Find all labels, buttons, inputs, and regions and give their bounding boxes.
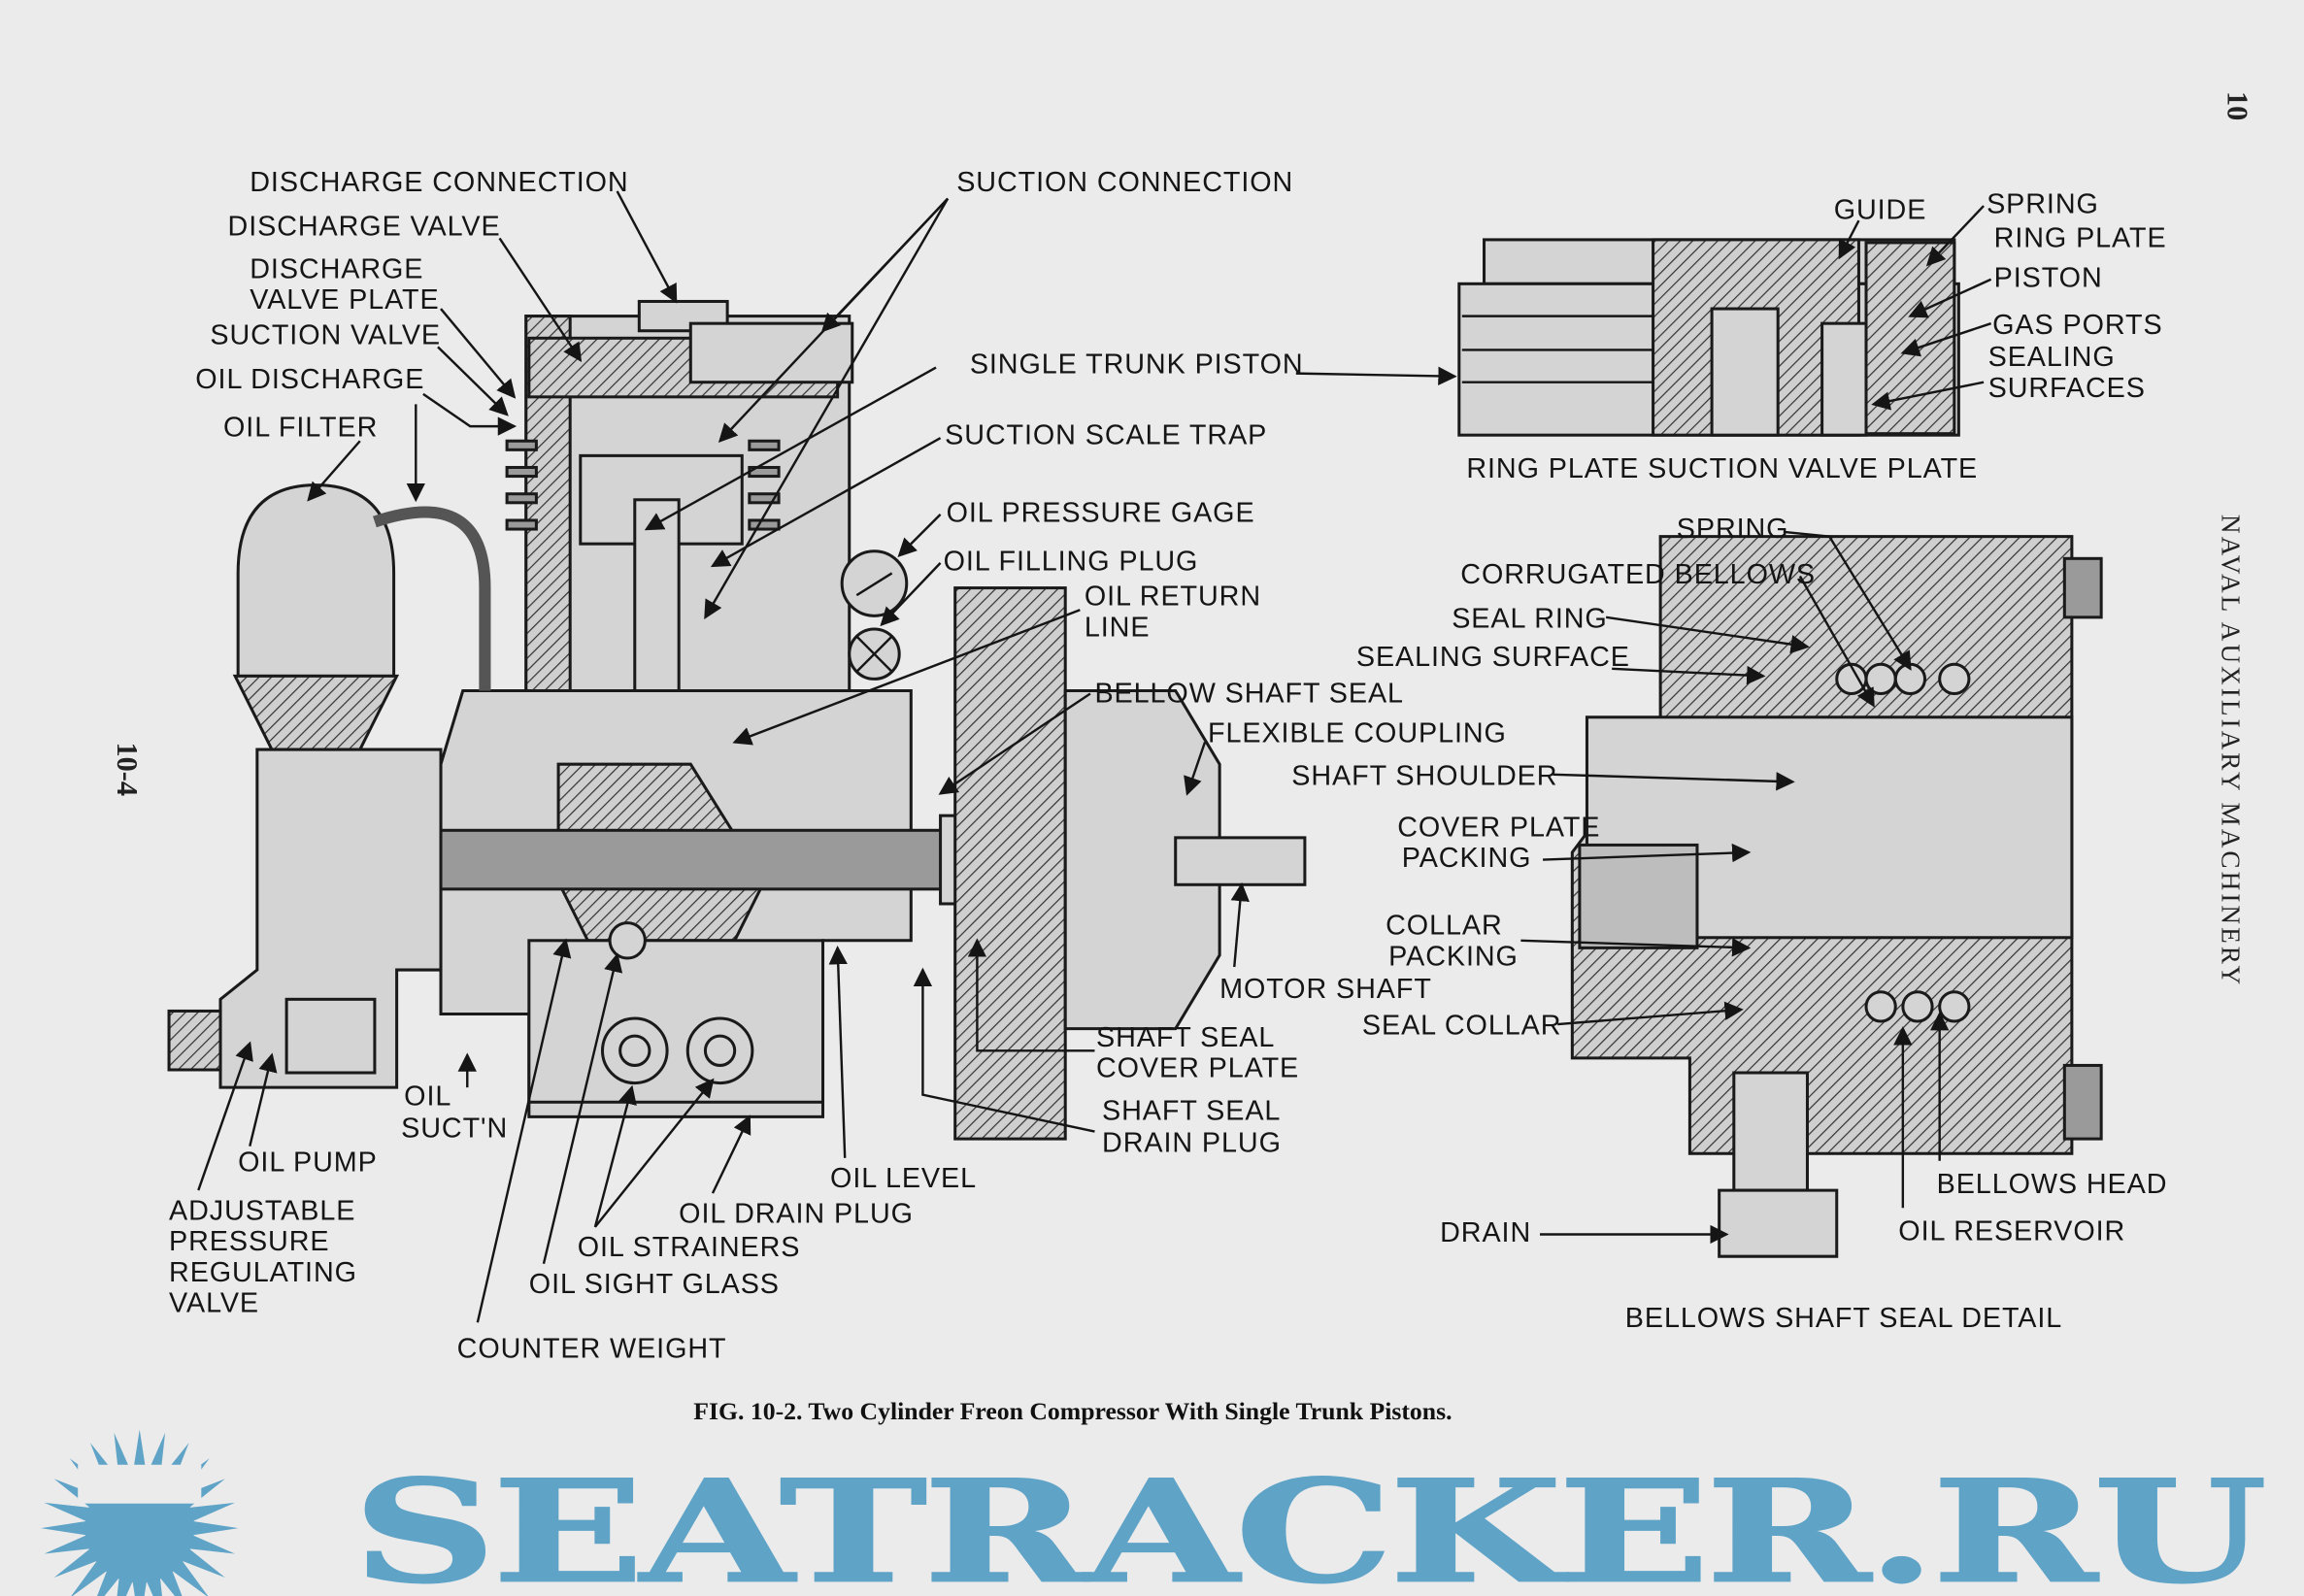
label-oil-filter: OIL FILTER [223,413,378,444]
compressor-labels: DISCHARGE CONNECTION DISCHARGE VALVE DIS… [169,167,1507,1365]
bellows-seal-drawing [1570,535,2103,1258]
figure-caption: FIG. 10-2. Two Cylinder Freon Compressor… [693,1397,1452,1425]
label-oil-reservoir: OIL RESERVOIR [1898,1216,2125,1247]
label-ring-plate: RING PLATE [1994,222,2167,253]
label-suction-connection: SUCTION CONNECTION [956,167,1293,198]
label-single-trunk-piston: SINGLE TRUNK PISTON [970,349,1304,381]
label-suction-valve: SUCTION VALVE [210,319,441,350]
label-oil-filling-plug: OIL FILLING PLUG [944,546,1199,577]
valve-plate-title: RING PLATE SUCTION VALVE PLATE [1466,453,1978,484]
label-shaft-shoulder: SHAFT SHOULDER [1291,760,1557,791]
label-cover-plate-packing: COVER PLATE [1397,812,1600,843]
label-shaft-seal-drain-plug: SHAFT SEAL [1102,1095,1281,1126]
running-head: NAVAL AUXILIARY MACHINERY [2216,515,2245,987]
label-oil-suction-2: SUCT'N [401,1114,508,1145]
label-guide: GUIDE [1834,195,1927,226]
label-oil-return-line: OIL RETURN [1085,582,1261,613]
label-collar-packing-2: PACKING [1388,942,1519,973]
label-oil-pressure-gage: OIL PRESSURE GAGE [947,497,1255,528]
label-piston: PISTON [1994,262,2103,293]
label-oil-drain-plug: OIL DRAIN PLUG [679,1198,914,1229]
sun-logo-icon [41,1429,239,1596]
chapter-number: 10 [2221,91,2254,120]
label-discharge-connection: DISCHARGE CONNECTION [250,167,628,198]
label-gas-ports: GAS PORTS [1992,310,2162,341]
label-adjustable-valve-3: REGULATING [169,1257,357,1288]
label-corrugated-bellows: CORRUGATED BELLOWS [1460,559,1816,590]
label-adjustable-valve-2: PRESSURE [169,1226,329,1257]
valve-plate-labels: GUIDE SPRING RING PLATE PISTON GAS PORTS… [1466,189,2167,484]
label-sealing-surface: SEALING SURFACE [1356,642,1630,673]
label-bellow-shaft-seal: BELLOW SHAFT SEAL [1094,679,1403,710]
label-adjustable-valve-4: VALVE [169,1288,259,1319]
label-seal-ring: SEAL RING [1452,603,1607,634]
label-flexible-coupling: FLEXIBLE COUPLING [1208,717,1507,748]
label-cover-plate-packing-2: PACKING [1402,843,1532,874]
label-oil-discharge: OIL DISCHARGE [195,364,424,395]
label-oil-pump: OIL PUMP [238,1147,378,1178]
label-oil-level: OIL LEVEL [830,1163,977,1194]
label-sealing-surfaces-2: SURFACES [1988,373,2146,404]
label-drain: DRAIN [1440,1217,1531,1248]
label-seal-collar: SEAL COLLAR [1362,1011,1561,1042]
label-discharge-valve-plate-2: VALVE PLATE [250,284,439,316]
label-sealing-surfaces: SEALING [1988,342,2116,373]
label-discharge-valve: DISCHARGE VALVE [228,211,501,242]
label-shaft-seal-drain-plug-2: DRAIN PLUG [1102,1128,1282,1159]
seal-detail-title: BELLOWS SHAFT SEAL DETAIL [1625,1303,2062,1334]
seal-labels: SPRING CORRUGATED BELLOWS SEAL RING SEAL… [1291,514,2168,1334]
compressor-cutaway-drawing [167,299,1307,1141]
page-number: 10-4 [111,742,144,795]
label-collar-packing: COLLAR [1386,911,1503,942]
watermark-text: SEATRACKER.RU [352,1450,2263,1596]
watermark: SEATRACKER.RU [41,1429,2267,1596]
leader-lines [197,190,1992,1323]
label-suction-scale-trap: SUCTION SCALE TRAP [945,419,1267,450]
label-oil-strainers: OIL STRAINERS [578,1232,801,1263]
label-oil-sight-glass: OIL SIGHT GLASS [529,1269,780,1300]
label-oil-suction: OIL [404,1081,451,1112]
label-discharge-valve-plate: DISCHARGE [250,253,423,284]
label-counter-weight: COUNTER WEIGHT [457,1334,727,1365]
label-shaft-seal-cover-plate-2: COVER PLATE [1096,1053,1299,1084]
label-adjustable-valve: ADJUSTABLE [169,1195,355,1226]
label-oil-return-line-2: LINE [1085,613,1151,644]
label-bellows-head: BELLOWS HEAD [1937,1169,2168,1200]
label-motor-shaft: MOTOR SHAFT [1219,974,1432,1005]
label-spring: SPRING [1987,189,2099,220]
ring-plate-valve-drawing [1457,238,1960,437]
label-shaft-seal-cover-plate: SHAFT SEAL [1096,1022,1275,1053]
label-seal-spring: SPRING [1677,514,1789,545]
